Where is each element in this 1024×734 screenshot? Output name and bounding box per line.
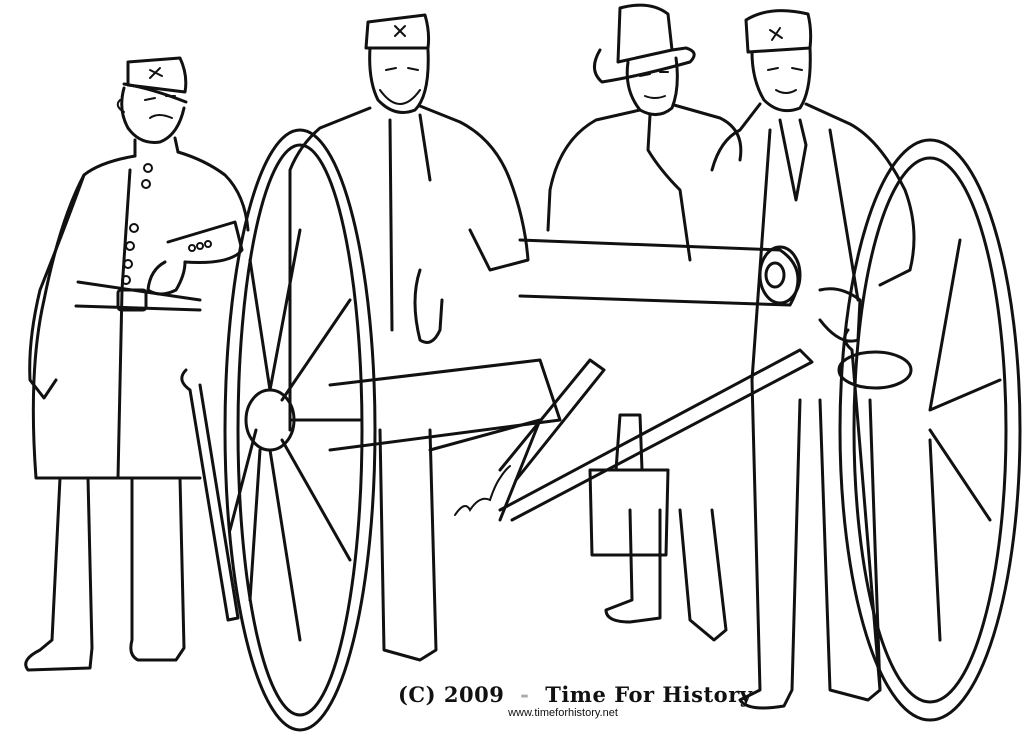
soldier-hat — [546, 3, 743, 642]
cannon — [223, 128, 1022, 732]
soldier-right — [710, 9, 916, 710]
caption-main-line: (C) 2009 - Time For History — [398, 682, 752, 707]
publisher-title: Time For History — [545, 682, 753, 707]
copyright-year: (C) 2009 — [398, 682, 505, 707]
copyright-caption: (C) 2009 - Time For History www.timeforh… — [398, 682, 752, 719]
soldier-left — [24, 56, 250, 672]
publisher-url: www.timeforhistory.net — [508, 707, 618, 719]
caption-separator: - — [520, 682, 530, 707]
soldier-bearded — [288, 13, 530, 662]
